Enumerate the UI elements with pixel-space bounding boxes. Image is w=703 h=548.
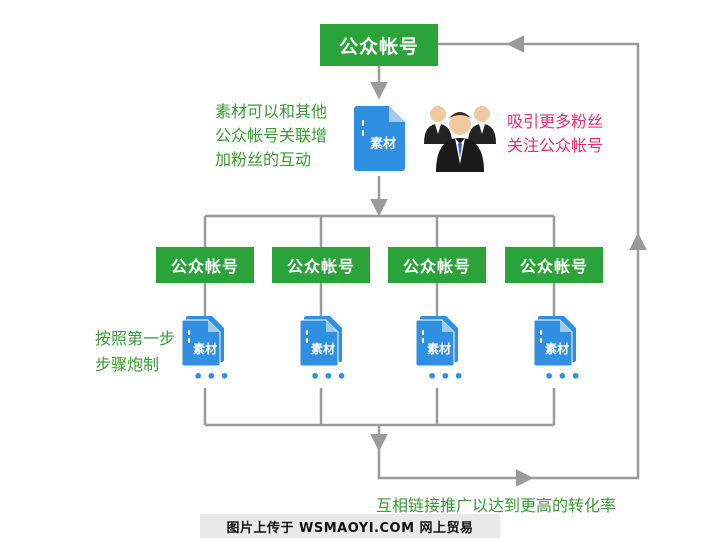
document-icon bbox=[533, 316, 576, 366]
ellipsis: ••• bbox=[544, 367, 584, 386]
ellipsis: ••• bbox=[310, 367, 350, 386]
note-attract-fans: 吸引更多粉丝 关注公众帐号 bbox=[507, 112, 604, 155]
material-label: 素材 bbox=[311, 342, 336, 356]
ellipsis: ••• bbox=[193, 367, 233, 386]
material-label: 素材 bbox=[427, 342, 452, 356]
note-step-by-step: 按照第一步 步骤炮制 bbox=[95, 329, 176, 374]
document-icon bbox=[299, 316, 342, 366]
sub-account-box-3: 公众帐号 bbox=[388, 247, 486, 283]
document-icon bbox=[181, 316, 224, 366]
sub-account-box-1: 公众帐号 bbox=[156, 247, 254, 283]
top-account-box: 公众帐号 bbox=[320, 24, 438, 66]
material-label: 素材 bbox=[545, 342, 570, 356]
sub-account-box-4: 公众帐号 bbox=[505, 247, 603, 283]
material-label: 素材 bbox=[370, 137, 397, 152]
document-icon bbox=[354, 106, 405, 171]
ellipsis: ••• bbox=[427, 367, 467, 386]
document-icon bbox=[415, 316, 458, 366]
watermark-banner: 图片上传于 WSMAOYI.COM 网上贸易 bbox=[200, 514, 500, 538]
users-group-icon bbox=[424, 106, 496, 172]
sub-account-box-2: 公众帐号 bbox=[272, 247, 370, 283]
note-material-link: 素材可以和其他 公众帐号关联增 加粉丝的互动 bbox=[215, 102, 328, 169]
material-label: 素材 bbox=[193, 342, 218, 356]
note-conversion: 互相链接推广以达到更高的转化率 bbox=[376, 496, 617, 515]
loop-back-path bbox=[377, 42, 640, 480]
